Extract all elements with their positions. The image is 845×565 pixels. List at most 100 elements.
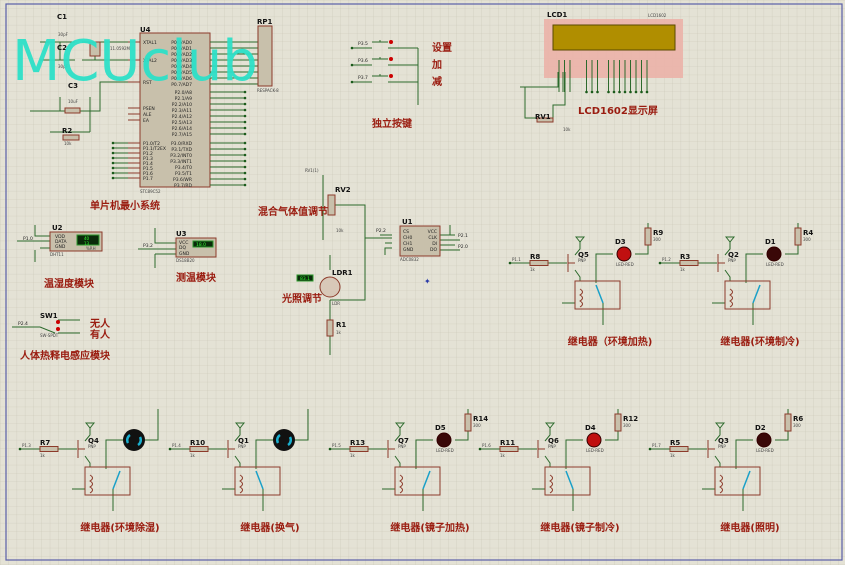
net-terminal[interactable] <box>243 132 247 136</box>
load-resistor-value: 300 <box>793 423 801 428</box>
adc0832-chip[interactable] <box>399 225 441 257</box>
button-2[interactable] <box>389 57 393 61</box>
switch-toggle[interactable] <box>56 320 60 324</box>
net-terminal[interactable] <box>590 90 594 94</box>
relay-box[interactable] <box>574 280 621 310</box>
svg-text:10k: 10k <box>64 141 72 146</box>
load-resistor <box>614 413 622 432</box>
svg-text:有人: 有人 <box>90 328 111 341</box>
relay-box[interactable] <box>714 466 761 496</box>
gas-potentiometer[interactable] <box>327 194 336 216</box>
svg-text:DATA: DATA <box>55 239 68 245</box>
svg-text:LCD1602显示屏: LCD1602显示屏 <box>578 105 658 117</box>
power-arrow-icon <box>84 422 96 429</box>
led-part: LED-RED <box>586 448 604 453</box>
net-terminal[interactable] <box>243 114 247 118</box>
mcu-chip[interactable] <box>139 32 211 188</box>
svg-text:LCD1602: LCD1602 <box>648 13 667 18</box>
net-terminal[interactable] <box>111 176 115 180</box>
transistor-type: PNP <box>88 444 96 449</box>
net-terminal[interactable] <box>18 447 22 451</box>
net-terminal[interactable] <box>629 90 632 94</box>
mcu-pin-label: P1.5 <box>143 166 153 172</box>
mcuclub-watermark: MCUclub <box>12 29 258 94</box>
net-terminal[interactable] <box>607 90 610 94</box>
net-terminal[interactable] <box>243 153 247 157</box>
net-terminal[interactable] <box>111 156 115 160</box>
led-icon <box>766 246 782 262</box>
net-terminal[interactable] <box>111 171 115 175</box>
net-terminal[interactable] <box>111 161 115 165</box>
net-terminal[interactable] <box>243 165 247 169</box>
net-terminal[interactable] <box>243 159 247 163</box>
relay-coil-icon <box>239 474 243 494</box>
adc-pin-label: GND <box>403 247 414 253</box>
net-terminal[interactable] <box>634 90 638 94</box>
svg-text:混合气体值调节: 混合气体值调节 <box>258 205 328 218</box>
svg-text:DHT11: DHT11 <box>50 252 64 257</box>
net-terminal[interactable] <box>243 183 247 187</box>
net-terminal[interactable] <box>658 261 662 265</box>
svg-text:P2.1: P2.1 <box>458 233 468 239</box>
relay-box[interactable] <box>724 280 771 310</box>
net-terminal[interactable] <box>243 108 247 112</box>
net-terminal[interactable] <box>328 447 332 451</box>
net-terminal[interactable] <box>243 90 247 94</box>
net-terminal[interactable] <box>596 90 599 94</box>
button-1[interactable] <box>389 40 393 44</box>
load-resistor-label: R6 <box>793 415 803 423</box>
net-terminal[interactable] <box>612 90 616 94</box>
net-terminal[interactable] <box>350 63 354 67</box>
net-terminal[interactable] <box>350 80 354 84</box>
relay-title: 继电器(镜子加热) <box>390 521 469 534</box>
button-3[interactable] <box>389 74 393 78</box>
reset-button[interactable] <box>64 107 81 114</box>
load-resistor-value: 300 <box>653 237 661 242</box>
net-terminal[interactable] <box>243 147 247 151</box>
svg-text:C3: C3 <box>68 82 78 90</box>
fan-blade-icon <box>276 433 292 447</box>
led-label: D5 <box>435 424 446 432</box>
svg-text:P2.4: P2.4 <box>18 321 28 327</box>
net-terminal[interactable] <box>508 261 512 265</box>
ldr-sensor[interactable] <box>319 276 341 298</box>
net-terminal[interactable] <box>623 90 627 94</box>
transistor-type: PNP <box>728 258 736 263</box>
net-terminal[interactable] <box>648 447 652 451</box>
adc-pin-label: DO <box>430 247 437 253</box>
button-wire <box>352 40 418 49</box>
net-terminal[interactable] <box>243 141 247 145</box>
led-icon <box>586 432 602 448</box>
net-terminal[interactable] <box>111 166 115 170</box>
net-terminal[interactable] <box>585 90 588 94</box>
net-terminal[interactable] <box>645 90 649 94</box>
relay-box[interactable] <box>84 466 131 496</box>
net-terminal[interactable] <box>243 120 247 124</box>
net-terminal[interactable] <box>111 151 115 155</box>
relay-box[interactable] <box>544 466 591 496</box>
mcu-pin-label: P3.7/RD <box>174 183 193 189</box>
net-terminal[interactable] <box>243 96 247 100</box>
net-terminal[interactable] <box>478 447 482 451</box>
net-terminal[interactable] <box>243 177 247 181</box>
net-terminal[interactable] <box>111 141 115 145</box>
relay-box[interactable] <box>394 466 441 496</box>
net-terminal[interactable] <box>350 46 354 50</box>
button-function-label: 设置 <box>432 41 452 54</box>
net-terminal[interactable] <box>640 90 643 94</box>
net-terminal[interactable] <box>111 146 115 150</box>
net-terminal[interactable] <box>243 126 247 130</box>
adc-pin-label: VCC <box>428 229 437 235</box>
relay-box[interactable] <box>234 466 281 496</box>
net-terminal[interactable] <box>168 447 172 451</box>
net-terminal[interactable] <box>243 102 247 106</box>
net-terminal[interactable] <box>618 90 621 94</box>
net-terminal[interactable] <box>243 171 247 175</box>
lcd-display <box>552 24 676 51</box>
